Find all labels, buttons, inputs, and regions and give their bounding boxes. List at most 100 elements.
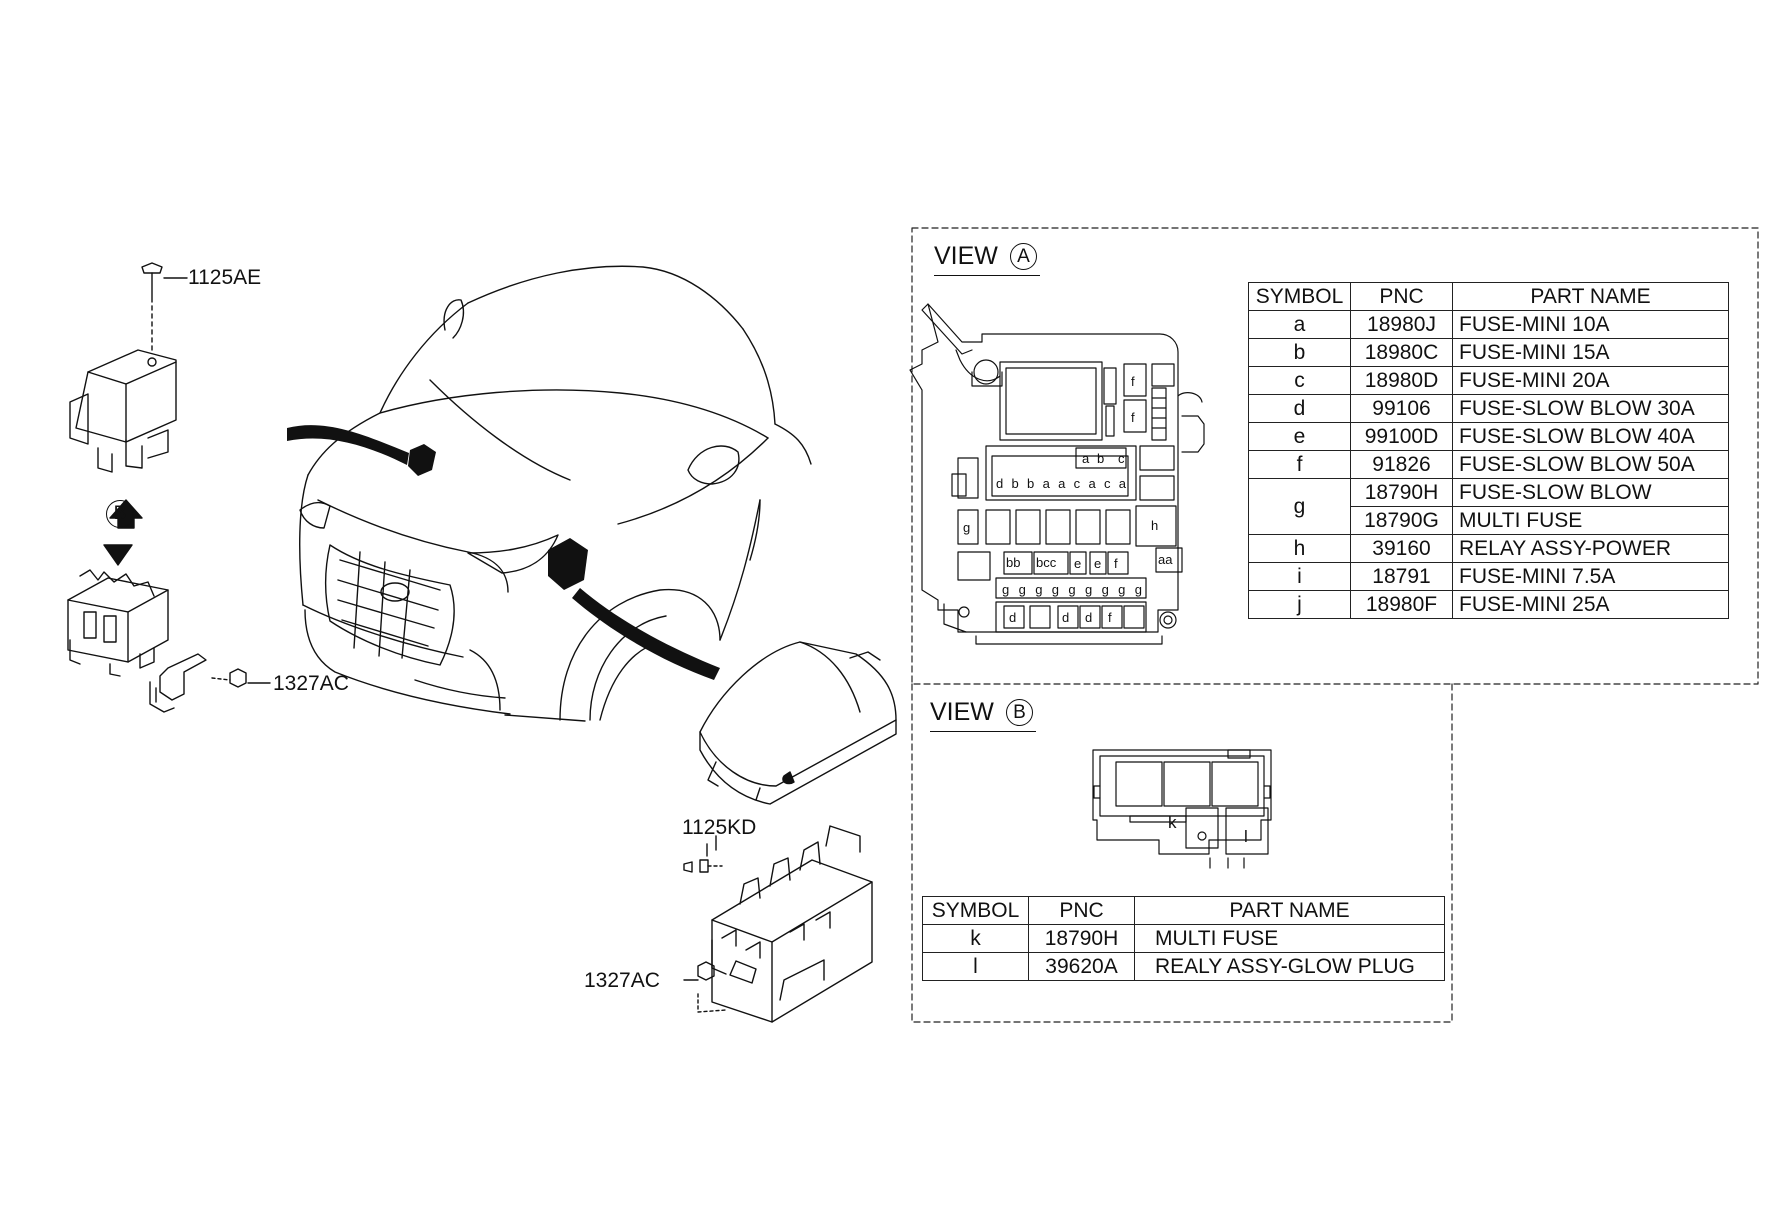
header-symbol: SYMBOL	[1248, 282, 1351, 311]
header-symbol: SYMBOL	[922, 896, 1029, 925]
fuse-box-a-letters: f f a b c dbbaacaca g h bb bcc e e f aa …	[963, 374, 1173, 625]
part-label-1125AE: 1125AE	[188, 266, 262, 289]
table-row: f 91826 FUSE-SLOW BLOW 50A	[1248, 450, 1729, 479]
svg-text:l: l	[1244, 827, 1248, 846]
bolt-icon	[699, 859, 709, 873]
svg-text:d: d	[1062, 610, 1069, 625]
car-drawing	[299, 265, 812, 722]
table-row: l 39620A REALY ASSY-GLOW PLUG	[922, 952, 1445, 981]
pnc-cell: 18980C	[1350, 338, 1453, 367]
svg-text:e: e	[1094, 556, 1101, 571]
lower-fuse-box-drawing	[711, 825, 873, 1023]
table-row: j 18980F FUSE-MINI 25A	[1248, 590, 1729, 619]
svg-text:bcc: bcc	[1036, 555, 1057, 570]
table-row: 18790G MULTI FUSE	[1249, 506, 1729, 535]
table-row: a 18980J FUSE-MINI 10A	[1248, 310, 1729, 339]
svg-text:g: g	[963, 520, 970, 535]
relay-box-cover-drawing	[69, 262, 177, 473]
part-name-cell: FUSE-MINI 7.5A	[1452, 562, 1729, 591]
svg-text:k: k	[1168, 813, 1177, 832]
table-row: g 18790H FUSE-SLOW BLOW	[1248, 478, 1729, 535]
symbol-cell: d	[1248, 394, 1351, 423]
part-name-cell: RELAY ASSY-POWER	[1452, 534, 1729, 563]
table-row: i 18791 FUSE-MINI 7.5A	[1248, 562, 1729, 591]
table-row: k 18790H MULTI FUSE	[922, 924, 1445, 953]
svg-text:d: d	[1009, 610, 1016, 625]
part-label-1125KD: 1125KD	[682, 816, 757, 839]
pnc-cell: 39620A	[1028, 952, 1135, 981]
part-label-1327AC-bottom: 1327AC	[584, 969, 660, 992]
part-name-cell: FUSE-SLOW BLOW 40A	[1452, 422, 1729, 451]
svg-text:d: d	[1085, 610, 1092, 625]
svg-text:bb: bb	[1006, 555, 1020, 570]
svg-text:c: c	[1118, 451, 1125, 466]
header-pnc: PNC	[1350, 282, 1453, 311]
view-a-letter: A	[1010, 243, 1037, 270]
table-header-row: SYMBOL PNC PART NAME	[1248, 282, 1729, 311]
view-a-frame	[911, 227, 1759, 685]
pnc-cell: 18980D	[1350, 366, 1453, 395]
view-b-callout: B	[106, 500, 134, 528]
pnc-cell: 18790G	[1350, 506, 1453, 535]
view-b-parts-table: SYMBOL PNC PART NAME k 18790H MULTI FUSE…	[922, 896, 1445, 981]
view-a-underline	[934, 275, 1040, 276]
part-name-cell: FUSE-MINI 20A	[1452, 366, 1729, 395]
symbol-cell: i	[1248, 562, 1351, 591]
view-b-title: VIEW	[930, 698, 994, 726]
pnc-cell: 99106	[1350, 394, 1453, 423]
relay-box-b-top-view	[1092, 749, 1272, 869]
part-name-cell: FUSE-MINI 25A	[1452, 590, 1729, 619]
part-name-cell: MULTI FUSE	[1134, 924, 1445, 953]
table-row: c 18980D FUSE-MINI 20A	[1248, 366, 1729, 395]
svg-text:f: f	[1131, 410, 1135, 425]
symbol-cell: l	[922, 952, 1029, 981]
pnc-cell: 18790H	[1028, 924, 1135, 953]
fuse-box-a-drawing	[909, 303, 1205, 645]
header-part-name: PART NAME	[1452, 282, 1729, 311]
relay-box-b-drawing	[67, 569, 169, 677]
part-name-cell: FUSE-MINI 15A	[1452, 338, 1729, 367]
part-name-cell: FUSE-SLOW BLOW 50A	[1452, 450, 1729, 479]
svg-text:aa: aa	[1158, 552, 1173, 567]
symbol-cell: j	[1248, 590, 1351, 619]
part-name-cell: MULTI FUSE	[1452, 506, 1729, 535]
symbol-cell: e	[1248, 422, 1351, 451]
pnc-cell: 18790H	[1350, 478, 1453, 507]
symbol-cell: k	[922, 924, 1029, 953]
header-part-name: PART NAME	[1134, 896, 1445, 925]
view-b-letter: B	[1006, 699, 1033, 726]
nut-icon	[229, 668, 247, 688]
svg-text:f: f	[1114, 556, 1118, 571]
symbol-cell: b	[1248, 338, 1351, 367]
symbol-cell: h	[1248, 534, 1351, 563]
symbol-cell: c	[1248, 366, 1351, 395]
svg-text:ggggggggg: ggggggggg	[1002, 582, 1142, 597]
symbol-cell: f	[1248, 450, 1351, 479]
pnc-cell: 18980F	[1350, 590, 1453, 619]
bracket-drawing	[149, 653, 207, 713]
symbol-cell: g	[1248, 478, 1351, 535]
table-row: h 39160 RELAY ASSY-POWER	[1248, 534, 1729, 563]
nut-icon-lower	[697, 961, 715, 981]
view-a-parts-table: SYMBOL PNC PART NAME a 18980J FUSE-MINI …	[1248, 282, 1729, 619]
fuse-box-cover-drawing	[699, 641, 897, 805]
header-pnc: PNC	[1028, 896, 1135, 925]
svg-text:a: a	[1082, 451, 1090, 466]
part-name-cell: FUSE-SLOW BLOW 30A	[1452, 394, 1729, 423]
view-b-underline	[930, 731, 1036, 732]
table-row: b 18980C FUSE-MINI 15A	[1248, 338, 1729, 367]
pnc-cell: 18791	[1350, 562, 1453, 591]
pnc-cell: 39160	[1350, 534, 1453, 563]
view-a-title: VIEW	[934, 242, 998, 270]
svg-text:f: f	[1131, 374, 1135, 389]
part-name-cell: FUSE-SLOW BLOW	[1452, 478, 1729, 507]
symbol-cell: a	[1248, 310, 1351, 339]
pnc-cell: 91826	[1350, 450, 1453, 479]
table-row: d 99106 FUSE-SLOW BLOW 30A	[1248, 394, 1729, 423]
relay-box-b-letters: k l	[1168, 813, 1248, 846]
part-label-1327AC-top: 1327AC	[273, 672, 349, 695]
pnc-cell: 18980J	[1350, 310, 1453, 339]
part-name-cell: FUSE-MINI 10A	[1452, 310, 1729, 339]
table-header-row: SYMBOL PNC PART NAME	[922, 896, 1445, 925]
